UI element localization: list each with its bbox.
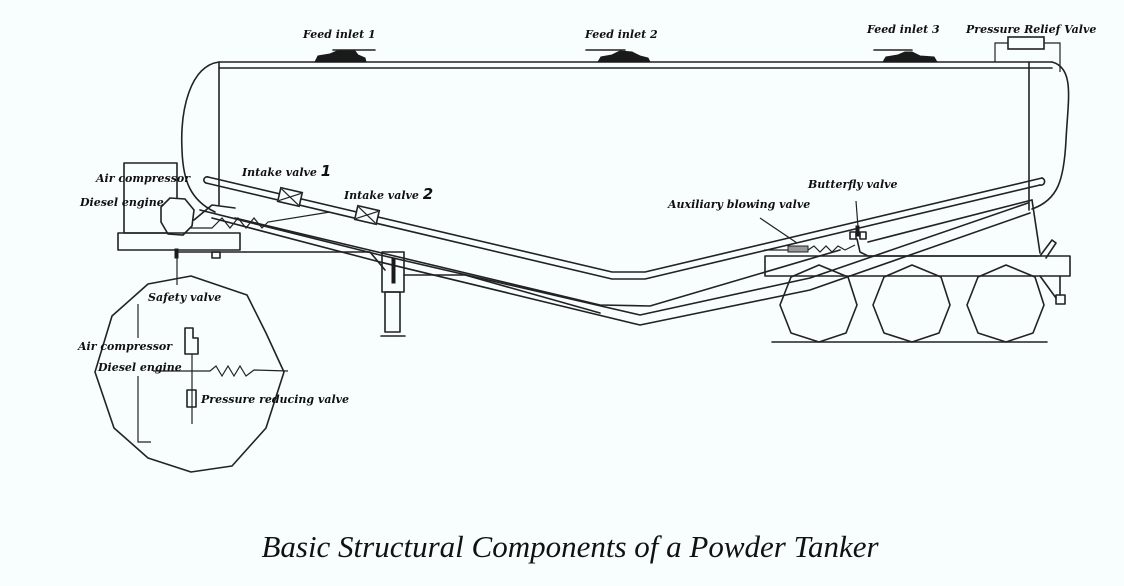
landing-gear-leg bbox=[244, 251, 601, 337]
pressure-reducing-valve-symbol bbox=[186, 389, 197, 408]
inset-label-air-compressor: Air compressor bbox=[77, 340, 173, 353]
chassis-beam-lower bbox=[403, 274, 601, 314]
hopper-rear-edge bbox=[1031, 199, 1041, 254]
diagram-caption: Basic Structural Components of a Powder … bbox=[261, 529, 879, 564]
leader-aux-blowing bbox=[759, 217, 798, 244]
intake-valve-2-symbol bbox=[353, 204, 381, 226]
label-intake-valve-1: Intake valve 1 bbox=[241, 162, 331, 180]
label-feed-inlet-1: Feed inlet 1 bbox=[302, 28, 376, 41]
rear-chassis bbox=[764, 255, 1071, 277]
label-butterfly-valve: Butterfly valve bbox=[807, 178, 898, 191]
front-pipe-upper bbox=[193, 204, 236, 221]
inset-label-diesel-engine: Diesel engine bbox=[97, 361, 182, 374]
air-pipe-right-end bbox=[1039, 177, 1046, 186]
chassis-slope bbox=[234, 217, 841, 307]
inset-label-safety-valve: Safety valve bbox=[148, 291, 221, 304]
leader-butterfly bbox=[855, 200, 859, 228]
front-bracket bbox=[211, 251, 221, 259]
feed-inlet-2-symbol bbox=[585, 49, 651, 63]
rear-bumper-brace bbox=[1039, 275, 1057, 299]
air-pipe-bottom bbox=[205, 182, 1041, 280]
spring-line-rear bbox=[807, 244, 856, 253]
feed-inlet-3-symbol bbox=[873, 49, 938, 63]
inset-spring-line bbox=[153, 364, 289, 378]
air-pipe-top bbox=[207, 176, 1043, 273]
wheels bbox=[771, 264, 1048, 343]
intake-valve-1-symbol bbox=[276, 186, 304, 208]
front-assembly bbox=[117, 162, 331, 285]
safety-valve-symbol bbox=[184, 327, 199, 355]
tank-hopper-inner bbox=[211, 212, 1031, 326]
inset-label-pressure-reducing-valve: Pressure reducing valve bbox=[200, 393, 349, 406]
tank-right-end-cap bbox=[1031, 61, 1070, 210]
label-diesel-engine: Diesel engine bbox=[79, 196, 164, 209]
label-feed-inlet-2: Feed inlet 2 bbox=[584, 28, 658, 41]
label-feed-inlet-3: Feed inlet 3 bbox=[866, 23, 940, 36]
tank-left-end-cap bbox=[180, 61, 220, 213]
front-platform bbox=[117, 232, 241, 251]
label-air-compressor: Air compressor bbox=[95, 172, 191, 185]
detail-inset-circle bbox=[94, 275, 285, 473]
label-pressure-relief-valve: Pressure Relief Valve bbox=[965, 23, 1096, 36]
feed-inlet-1-symbol bbox=[314, 49, 376, 63]
tank-body bbox=[180, 61, 1070, 326]
spring-line-front bbox=[190, 211, 331, 229]
connector-pin bbox=[174, 248, 179, 259]
landing-gear-lower bbox=[384, 291, 401, 333]
detail-inset bbox=[94, 275, 289, 473]
rear-assembly bbox=[764, 199, 1071, 305]
rear-discharge-nozzle bbox=[1039, 239, 1057, 259]
diesel-engine-symbol bbox=[160, 197, 195, 236]
label-intake-valve-2: Intake valve 2 bbox=[343, 185, 433, 203]
rear-light bbox=[1055, 294, 1066, 305]
butterfly-valve-symbol bbox=[849, 225, 867, 240]
auxiliary-blowing-valve-symbol bbox=[787, 245, 809, 253]
label-auxiliary-blowing-valve: Auxiliary blowing valve bbox=[667, 198, 810, 211]
air-pipe-left-end bbox=[203, 176, 209, 184]
chassis-beam-mid bbox=[244, 251, 386, 271]
tank-hopper-outer bbox=[199, 202, 1029, 316]
pressure-relief-valve-symbol bbox=[994, 36, 1061, 72]
hopper-rear-slope bbox=[867, 199, 1033, 243]
air-pipe bbox=[203, 176, 1046, 280]
